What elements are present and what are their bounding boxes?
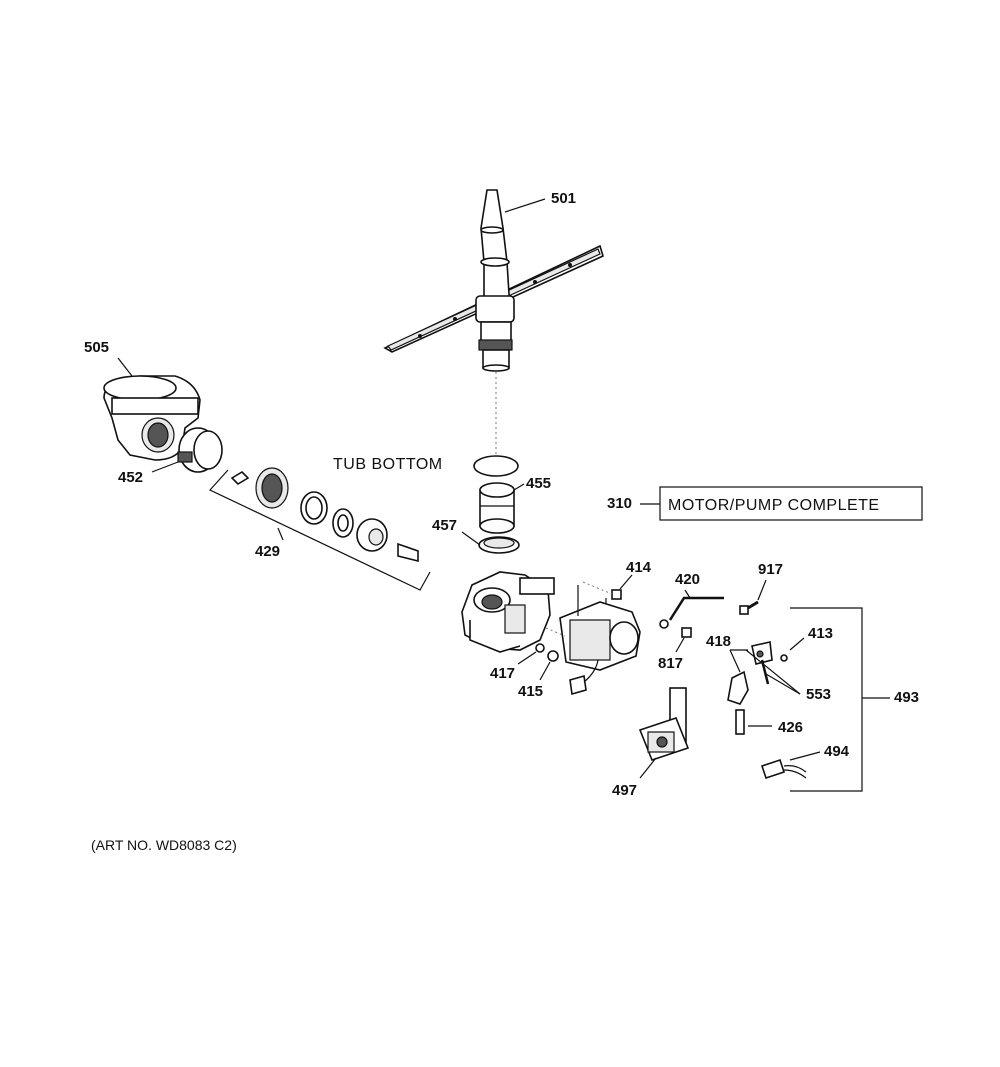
art-number: (ART NO. WD8083 C2) bbox=[91, 837, 237, 853]
tub-gasket-part bbox=[473, 455, 519, 477]
part-426 bbox=[735, 709, 745, 735]
label-420: 420 bbox=[675, 571, 700, 588]
label-501: 501 bbox=[551, 190, 576, 207]
label-497: 497 bbox=[612, 782, 637, 799]
hose-clamp-part bbox=[478, 536, 520, 554]
pump-housing-part bbox=[103, 375, 201, 461]
bracket-493-callout bbox=[790, 607, 863, 792]
label-413: 413 bbox=[808, 625, 833, 642]
tub-bottom-label: TUB BOTTOM bbox=[333, 456, 443, 473]
bracket-418-part bbox=[727, 641, 788, 705]
label-426: 426 bbox=[778, 719, 803, 736]
label-917: 917 bbox=[758, 561, 783, 578]
label-455: 455 bbox=[526, 475, 551, 492]
rod-420-part bbox=[668, 596, 724, 621]
screw-817-part bbox=[659, 619, 692, 638]
label-418: 418 bbox=[706, 633, 731, 650]
screw-917-part bbox=[739, 600, 759, 615]
clamp-ring-part bbox=[177, 427, 223, 473]
label-817: 817 bbox=[658, 655, 683, 672]
label-429: 429 bbox=[255, 543, 280, 560]
label-493: 493 bbox=[894, 689, 919, 706]
label-310: 310 bbox=[607, 495, 632, 512]
screw-414-part bbox=[582, 581, 622, 600]
label-414: 414 bbox=[626, 559, 652, 576]
motor-pump-complete-box bbox=[659, 486, 923, 521]
label-457: 457 bbox=[432, 517, 457, 534]
washer-417-part bbox=[535, 643, 545, 653]
label-494: 494 bbox=[824, 743, 850, 760]
label-452: 452 bbox=[118, 469, 143, 486]
coupling-part bbox=[479, 482, 515, 534]
motor-pump-complete-label: MOTOR/PUMP COMPLETE bbox=[668, 497, 880, 514]
wire-connector-494-part bbox=[760, 758, 807, 780]
label-417: 417 bbox=[490, 665, 515, 682]
filter-kit-parts bbox=[230, 467, 419, 563]
label-505: 505 bbox=[84, 339, 109, 356]
valve-497-part bbox=[638, 687, 690, 761]
washer-415-part bbox=[547, 650, 559, 662]
pump-body-part bbox=[461, 571, 555, 653]
label-553: 553 bbox=[806, 686, 831, 703]
motor-part bbox=[559, 585, 641, 696]
label-415: 415 bbox=[518, 683, 543, 700]
spray-arm-part bbox=[383, 189, 604, 372]
